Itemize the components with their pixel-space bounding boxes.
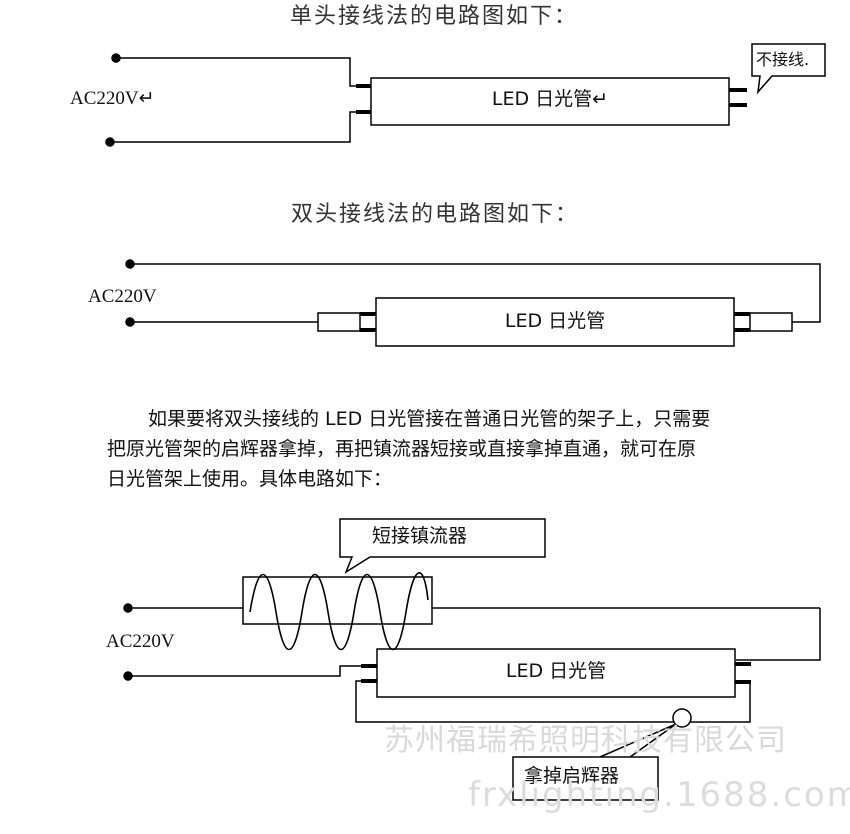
led-tube-1 [370, 77, 730, 126]
tube-label-2: LED 日光管 [504, 310, 606, 332]
end-cap-right [749, 312, 793, 332]
company-watermark: 苏州福瑞希照明科技有限公司 [384, 723, 787, 758]
tube-label-1: LED 日光管↵ [491, 88, 609, 110]
paragraph-line-2: 把原光管架的启辉器拿掉，再把镇流器短接或直接拿掉直通，就可在原 [107, 438, 697, 460]
led-tube-3 [376, 648, 736, 698]
end-cap-left [317, 312, 361, 332]
url-watermark: frxlighting.1688.com [468, 775, 850, 815]
starter-callout [512, 723, 677, 801]
ac-label-3: AC220V [106, 631, 175, 652]
retrofit-circuit [123, 518, 821, 801]
ballast-callout-label: 短接镇流器 [372, 525, 468, 547]
ac-label-2: AC220V [88, 286, 157, 307]
no-wire-label: 不接线. [756, 50, 810, 69]
double-end-circuit [125, 259, 821, 347]
paragraph-line-1: 如果要将双头接线的 LED 日光管接在普通日光管的架子上，只需要 [148, 408, 711, 430]
ballast-callout [339, 518, 546, 574]
ballast [242, 576, 433, 625]
starter-symbol [672, 708, 692, 728]
led-tube-2 [375, 297, 735, 347]
single-end-circuit [105, 43, 826, 147]
double-end-heading: 双头接线法的电路图如下： [291, 202, 580, 227]
paragraph-line-3: 日光管架上使用。具体电路如下： [107, 468, 393, 490]
no-wire-callout [751, 43, 826, 95]
starter-callout-label: 拿掉启辉器 [524, 765, 620, 787]
ac-label-1: AC220V↵ [70, 88, 155, 109]
tube-label-3: LED 日光管 [505, 660, 607, 682]
single-end-heading: 单头接线法的电路图如下： [290, 4, 579, 29]
